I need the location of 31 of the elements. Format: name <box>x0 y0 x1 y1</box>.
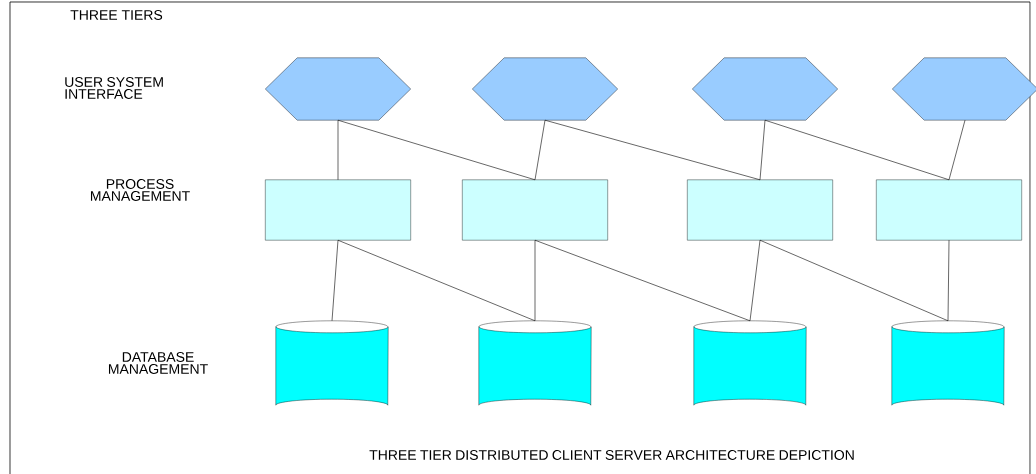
process-box <box>265 179 411 241</box>
process-box <box>876 179 1022 241</box>
connector <box>749 239 761 322</box>
connector <box>759 239 949 322</box>
connector <box>948 119 966 181</box>
hexagon <box>472 57 618 121</box>
connector <box>947 239 950 322</box>
database-cylinder <box>275 320 389 406</box>
database-cylinder <box>478 320 592 406</box>
tier-label: DATABASE MANAGEMENT <box>109 352 208 374</box>
connector <box>759 119 766 181</box>
database-cylinder <box>891 320 1005 406</box>
database-cylinder <box>693 320 807 406</box>
hexagon <box>265 57 411 121</box>
connector <box>764 119 950 181</box>
process-box <box>687 179 833 241</box>
connector <box>337 119 536 181</box>
connector <box>544 119 761 181</box>
connector <box>337 119 339 181</box>
connector <box>331 239 339 322</box>
hexagon <box>692 57 838 121</box>
connector <box>534 239 536 322</box>
tier-label: USER SYSTEM INTERFACE <box>65 77 163 99</box>
connector <box>534 239 751 322</box>
connector <box>534 119 546 181</box>
process-box <box>462 179 608 241</box>
connector <box>337 239 536 322</box>
title: THREE TIERS <box>70 10 163 20</box>
tier-label: PROCESS MANAGEMENT <box>91 179 190 201</box>
hexagon <box>892 57 1036 121</box>
caption: THREE TIER DISTRIBUTED CLIENT SERVER ARCHITECTURE DEPICTION <box>369 450 854 460</box>
